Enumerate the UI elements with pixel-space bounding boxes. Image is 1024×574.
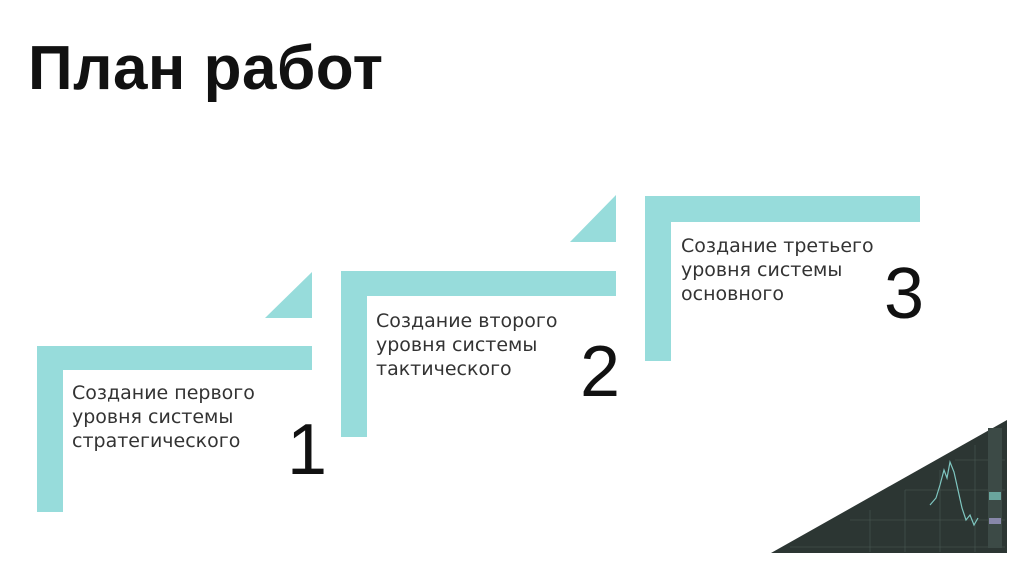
step-1-line-3: стратегического — [72, 429, 241, 452]
step-3-number: 3 — [884, 254, 925, 334]
step-3-line-1: Создание третьего — [681, 235, 874, 257]
stock-chart-decoration — [771, 420, 1007, 553]
step-3-line-2: уровня системы — [681, 258, 843, 281]
step-1-line-1: Создание первого — [72, 382, 255, 404]
step-1-bracket — [37, 272, 312, 512]
step-2-line-1: Создание второго — [376, 310, 558, 332]
step-1-line-2: уровня системы — [72, 405, 234, 428]
step-2-line-3: тактического — [376, 357, 512, 380]
step-1-text: Создание первого уровня системы стратеги… — [72, 382, 255, 453]
step-2-text: Создание второго уровня системы тактичес… — [376, 310, 557, 381]
step-2-triangle — [570, 195, 616, 242]
step-1-triangle — [265, 272, 312, 318]
slide-title: План работ — [28, 34, 384, 103]
step-3-bracket — [645, 196, 920, 361]
step-3-text: Создание третьего уровня системы основно… — [681, 235, 874, 306]
step-2-number: 2 — [580, 332, 621, 412]
step-2-line-2: уровня системы — [376, 333, 538, 356]
step-1-number: 1 — [287, 410, 328, 490]
step-2-bracket — [341, 195, 616, 437]
step-3-line-3: основного — [681, 282, 784, 305]
